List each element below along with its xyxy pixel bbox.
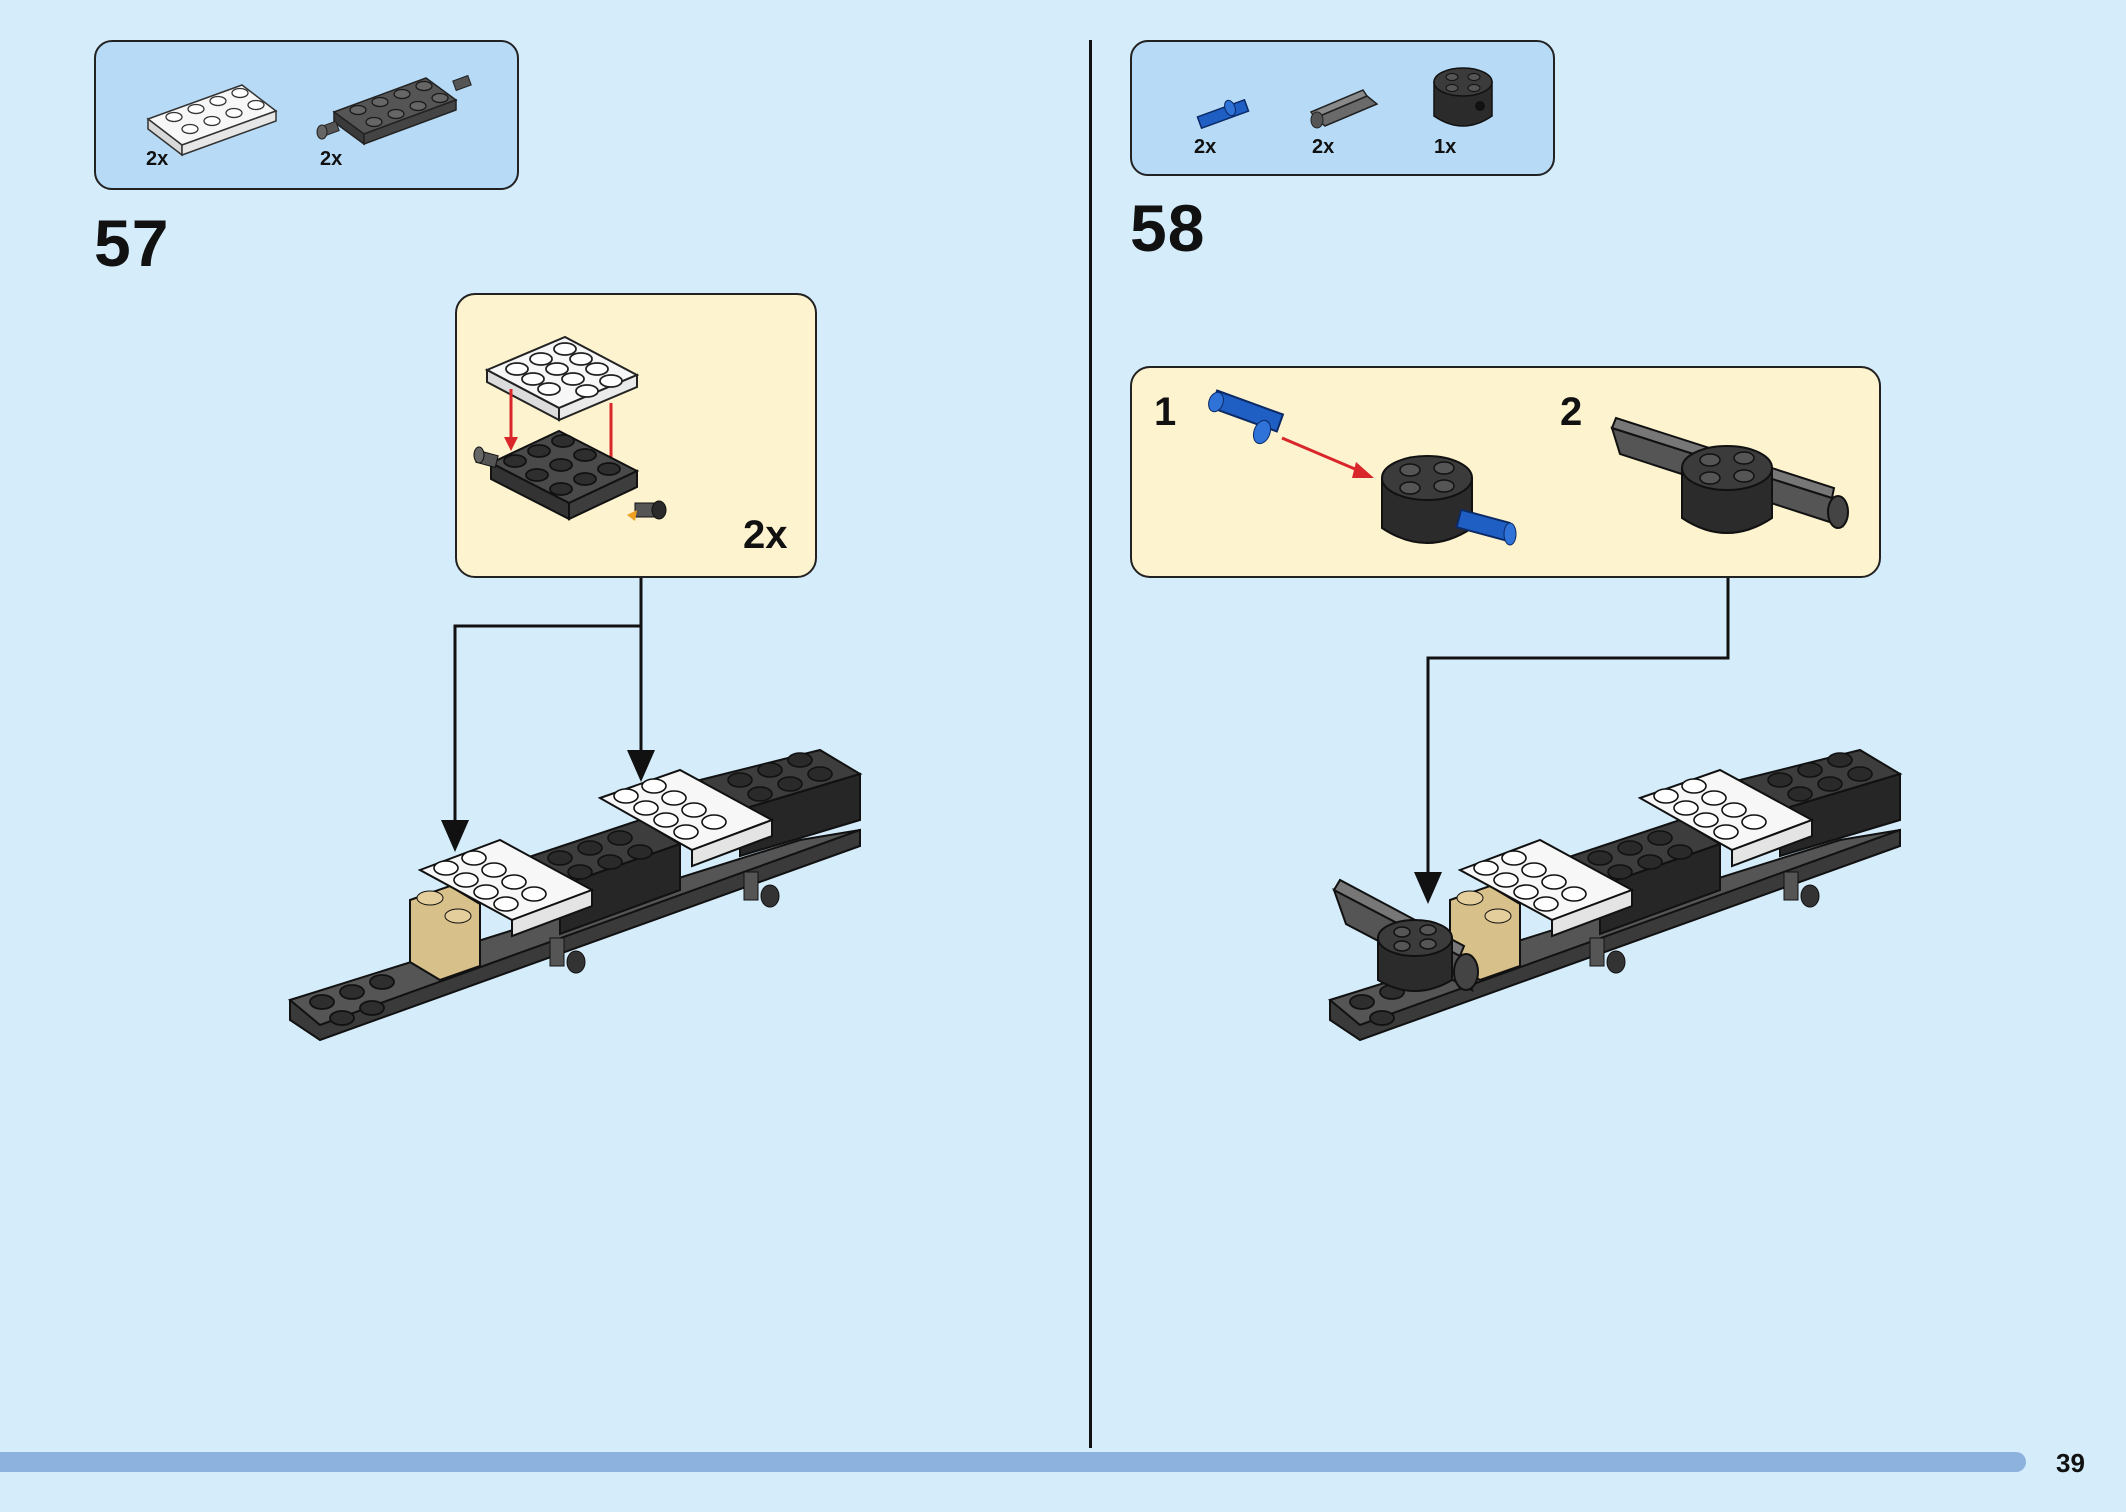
part-qty: 1x [1434, 136, 1457, 158]
callout-quantity: 2x [743, 513, 788, 557]
substep-1-illustration [1208, 389, 1517, 546]
sub-assembly-illustration [473, 335, 667, 521]
page-number: 39 [2056, 1448, 2085, 1478]
part-qty: 2x [320, 148, 343, 170]
part-qty: 2x [1194, 136, 1217, 158]
sub-assembly-callout: 2x [455, 293, 817, 578]
blue-axle-pin-icon [1196, 98, 1250, 130]
step-58-model [1327, 748, 1903, 1042]
dark-plate-with-pins-icon [316, 74, 472, 146]
step-number: 57 [94, 206, 170, 280]
substep-number: 1 [1154, 390, 1177, 434]
parts-list-step-57: 2x 2x [94, 40, 519, 190]
part-qty: 2x [146, 148, 169, 170]
substep-number: 2 [1560, 390, 1583, 434]
round-brick-icon [1433, 67, 1493, 127]
sub-assembly-callout: 1 2 [1130, 366, 1881, 578]
gray-axle-icon [1309, 89, 1379, 129]
step-number: 58 [1130, 191, 1206, 265]
progress-bar [0, 1452, 2026, 1472]
part-qty: 2x [1312, 136, 1335, 158]
parts-list-step-58: 2x 2x 1x [1130, 40, 1555, 176]
page-divider [1089, 40, 1092, 1448]
white-plate-2x4-icon [146, 84, 278, 157]
substep-2-illustration [1610, 416, 1849, 534]
step-57-model [287, 748, 863, 1042]
